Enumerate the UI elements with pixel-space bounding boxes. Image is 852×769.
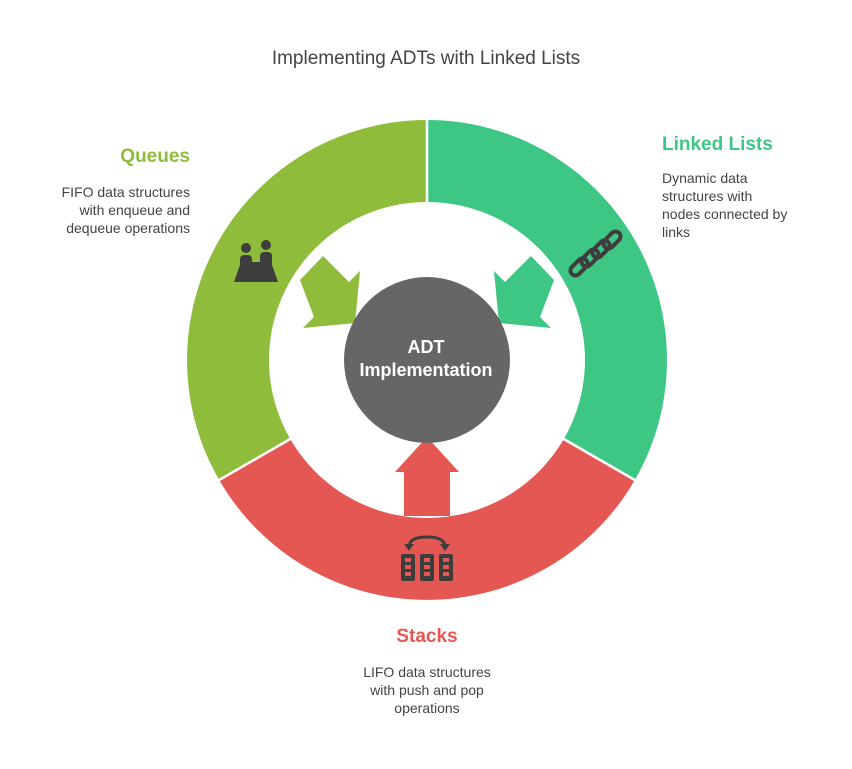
center-circle [344, 277, 510, 443]
linked-lists-desc-line: Dynamic data [662, 170, 748, 186]
linked-lists-segment [427, 120, 667, 480]
chain-link-icon [568, 229, 623, 278]
queues-desc-line: dequeue operations [66, 220, 190, 236]
center-label-line1: ADT [407, 337, 445, 357]
linked-lists-description: Dynamic data structures with nodes conne… [662, 169, 787, 241]
queues-description: FIFO data structures with enqueue and de… [62, 183, 190, 237]
linked-lists-arrow [494, 256, 554, 328]
linked-lists-desc-line: structures with [662, 188, 753, 204]
stack-blocks-icon [401, 535, 453, 581]
stacks-title: Stacks [396, 626, 458, 647]
segment-dividers [216, 118, 638, 483]
stacks-desc-line: with push and pop [370, 682, 484, 698]
stacks-arrow [395, 437, 459, 516]
stacks-desc-line: LIFO data structures [363, 664, 491, 680]
center-label: ADT Implementation [346, 336, 506, 382]
queues-arrow [300, 256, 360, 328]
linked-lists-desc-line: nodes connected by [662, 206, 788, 222]
queues-desc-line: FIFO data structures [61, 184, 190, 200]
queues-desc-line: with enqueue and [79, 202, 190, 218]
center-label-line2: Implementation [359, 360, 493, 380]
queues-title: Queues [120, 146, 190, 167]
linked-lists-title: Linked Lists [662, 134, 773, 155]
people-queue-icon [234, 240, 278, 282]
stacks-desc-line: operations [394, 700, 460, 716]
diagram-title: Implementing ADTs with Linked Lists [271, 48, 581, 69]
stacks-description: LIFO data structures with push and pop o… [327, 663, 527, 717]
queues-segment [187, 120, 427, 480]
linked-lists-desc-line: links [662, 224, 691, 240]
stacks-segment [219, 439, 635, 600]
